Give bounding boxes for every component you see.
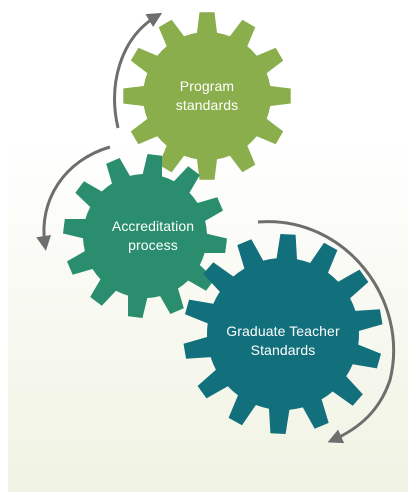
- gear-label-line: Program: [179, 78, 235, 94]
- gear-accreditation-process: [63, 154, 227, 318]
- gear-label-line: Standards: [250, 342, 316, 358]
- gear-program-standards: [123, 12, 291, 180]
- gear-label-line: process: [128, 237, 178, 253]
- gear-label-line: Graduate Teacher: [226, 323, 340, 339]
- gear-label-line: Accreditation: [111, 218, 195, 234]
- gear-graduate-teacher-standards: [183, 234, 383, 434]
- cycle-arrow-top: [113, 12, 163, 129]
- gear-label-program-standards: Program standards: [176, 77, 238, 115]
- gear-label-graduate-teacher-standards: Graduate Teacher Standards: [226, 322, 339, 360]
- gear-label-line: standards: [175, 97, 239, 113]
- gear-label-accreditation-process: Accreditation process: [112, 217, 194, 255]
- cycle-arrow-left: [36, 145, 111, 251]
- cycle-arrow-right: [257, 220, 396, 444]
